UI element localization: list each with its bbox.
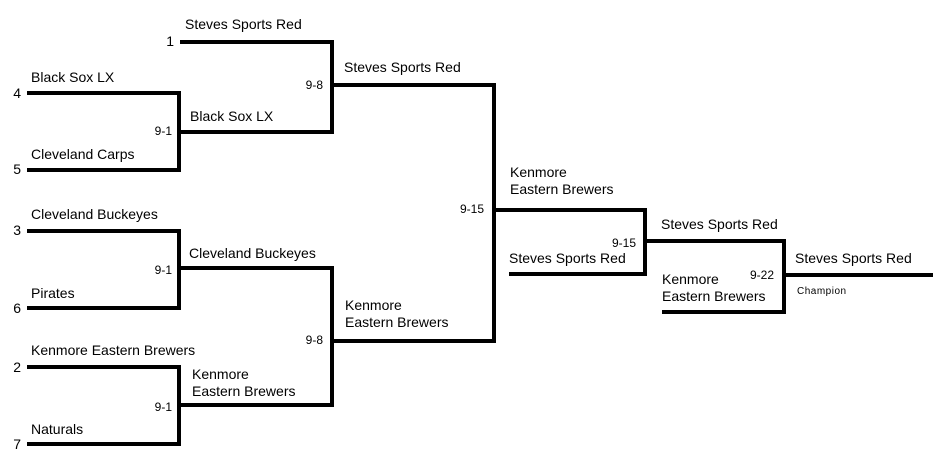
bracket-line bbox=[509, 272, 647, 276]
team-label: Naturals bbox=[31, 421, 84, 437]
team-label: Cleveland Buckeyes bbox=[31, 206, 158, 222]
team-label: Kenmore bbox=[662, 271, 719, 287]
champion-label: Champion bbox=[797, 286, 847, 297]
bracket-line bbox=[492, 208, 647, 212]
seed-label: 4 bbox=[13, 85, 21, 101]
bracket-line bbox=[27, 91, 181, 95]
score-label: 9-22 bbox=[749, 268, 774, 282]
team-label: Kenmore bbox=[192, 366, 249, 382]
bracket-line bbox=[27, 442, 181, 446]
bracket-line bbox=[180, 40, 334, 44]
seed-label: 2 bbox=[13, 359, 21, 375]
champion-team: Steves Sports Red bbox=[795, 250, 912, 266]
bracket-line bbox=[330, 339, 496, 343]
score-label: 9-15 bbox=[459, 202, 484, 216]
team-label: Eastern Brewers bbox=[662, 288, 766, 304]
bracket-line bbox=[330, 40, 334, 134]
bracket-line bbox=[27, 306, 181, 310]
score-label: 9-1 bbox=[154, 400, 172, 414]
bracket-line bbox=[662, 310, 786, 314]
score-label: 9-15 bbox=[611, 236, 636, 250]
bracket-line bbox=[330, 266, 334, 407]
team-label: Eastern Brewers bbox=[345, 314, 449, 330]
team-label: Eastern Brewers bbox=[192, 383, 296, 399]
bracket-line bbox=[27, 365, 181, 369]
team-label: Steves Sports Red bbox=[661, 216, 778, 232]
team-label: Kenmore bbox=[510, 164, 567, 180]
bracket-line bbox=[177, 266, 334, 270]
seed-label: 7 bbox=[13, 436, 21, 452]
bracket-line bbox=[492, 83, 496, 343]
bracket-line bbox=[177, 130, 334, 134]
team-label: Steves Sports Red bbox=[344, 59, 461, 75]
bracket-line bbox=[177, 403, 334, 407]
bracket-line bbox=[330, 83, 496, 87]
score-label: 9-8 bbox=[305, 78, 323, 92]
team-label: Cleveland Carps bbox=[31, 146, 135, 162]
score-label: 9-1 bbox=[154, 263, 172, 277]
team-label: Kenmore Eastern Brewers bbox=[31, 342, 196, 358]
team-label: Eastern Brewers bbox=[510, 181, 614, 197]
bracket-line bbox=[27, 229, 181, 233]
team-label: Steves Sports Red bbox=[185, 16, 302, 32]
seed-label: 1 bbox=[166, 33, 174, 49]
team-label: Steves Sports Red bbox=[509, 250, 626, 266]
seed-label: 3 bbox=[13, 222, 21, 238]
team-label: Kenmore bbox=[345, 297, 402, 313]
team-label: Black Sox LX bbox=[31, 69, 115, 85]
team-label: Pirates bbox=[31, 285, 75, 301]
team-label: Cleveland Buckeyes bbox=[189, 245, 316, 261]
score-label: 9-8 bbox=[305, 333, 323, 347]
bracket-line bbox=[782, 273, 933, 277]
bracket-line bbox=[27, 168, 181, 172]
seed-label: 5 bbox=[13, 161, 21, 177]
bracket-line bbox=[643, 239, 786, 243]
score-label: 9-1 bbox=[154, 124, 172, 138]
team-label: Black Sox LX bbox=[190, 108, 274, 124]
seed-label: 6 bbox=[13, 300, 21, 316]
